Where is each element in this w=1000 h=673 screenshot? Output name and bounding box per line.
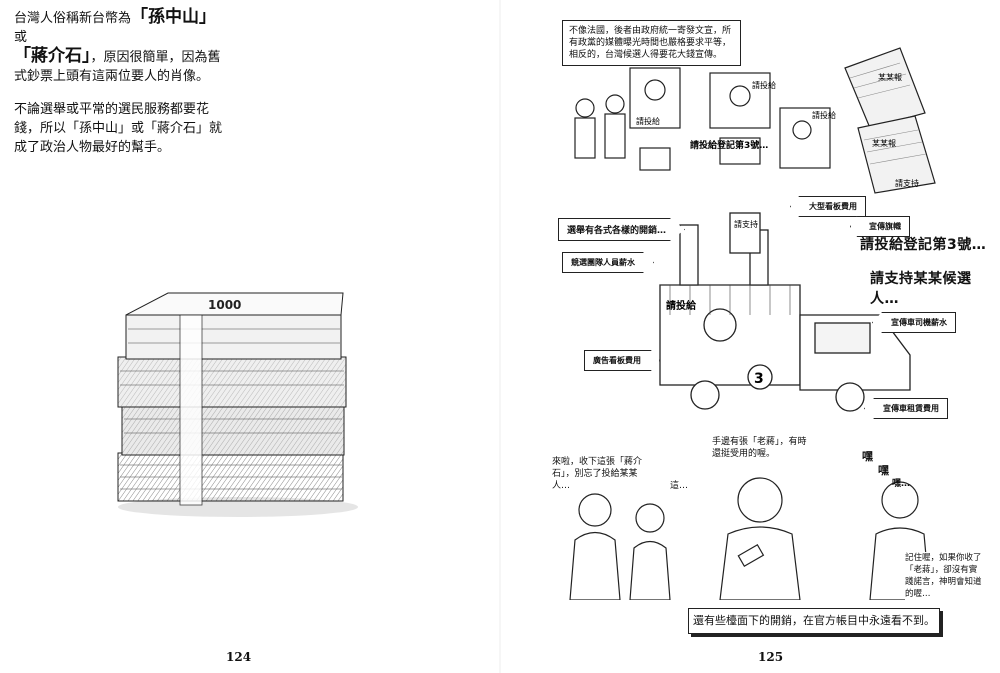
label-big-ads: 大型看板費用 <box>790 196 866 217</box>
bribery-panel-illustration <box>569 477 931 600</box>
poster-text-6: 請支持 <box>895 178 919 188</box>
left-page: 台灣人俗稱新台幣為「孫中山」或 「蔣介石」，原因很簡單，因為舊式鈔票上頭有這兩位… <box>14 8 358 664</box>
top-caption-box: 不像法國，後者由政府統一寄發文宣，所有政黨的媒體曝光時間也嚴格要求平等，相反的，… <box>562 20 741 66</box>
slogan-2: 請支持某某候選人… <box>870 271 972 307</box>
label-driver-salary: 宣傳車司機薪水 <box>872 312 956 333</box>
sound-effect-2: 嘿 <box>878 464 889 477</box>
label-expenses: 選舉有各式各樣的開銷… <box>558 218 686 241</box>
intro-p1-or: 或 <box>14 30 28 45</box>
slogan-1: 請投給登記第3號… <box>860 237 987 253</box>
highlight-sun-yatsen: 「孫中山」 <box>131 7 217 27</box>
label-staff-salary: 競選團隊人員薪水 <box>562 252 654 273</box>
truck-sign: 請投給 <box>666 299 697 312</box>
intro-p1-before: 台灣人俗稱新台幣為 <box>14 11 132 26</box>
poster-text-4: 某某報 <box>878 73 902 82</box>
speech-bubble-1: 來啦，收下這張「蔣介石」，別忘了投給某某人… <box>552 456 652 492</box>
banknote-stack-illustration: 1000 <box>117 292 358 517</box>
speech-bubble-2: 這… <box>670 480 689 492</box>
page-number-left: 124 <box>226 650 252 664</box>
page-number-right: 125 <box>758 650 784 664</box>
intro-text: 台灣人俗稱新台幣為「孫中山」或 「蔣介石」，原因很簡單，因為舊式鈔票上頭有這兩位… <box>14 8 229 171</box>
bottom-caption-box: 還有些檯面下的開銷，在官方帳目中永遠看不到。 <box>688 608 940 634</box>
intro-paragraph-1: 台灣人俗稱新台幣為「孫中山」或 「蔣介石」，原因很簡單，因為舊式鈔票上頭有這兩位… <box>14 8 229 86</box>
book-gutter <box>499 0 501 673</box>
poster-text-2: 請投給 <box>812 110 836 120</box>
truck-support-sign: 請支持 <box>734 219 758 229</box>
highlight-chiang-kaishek: 「蔣介石」 <box>14 46 91 66</box>
sound-effect-3: 嘿… <box>892 479 911 489</box>
poster-text-3: 請投給登記第3號… <box>690 139 768 151</box>
label-flags: 宣傳旗幟 <box>850 216 910 237</box>
campaign-posters-illustration: 請投給登記第3號… 請投給 請投給 請投給 某某報 某某報 請支持 <box>574 47 936 194</box>
speech-bubble-4: 記住喔，如果你收了「老蔣」，卻沒有實踐諾言，神明會知道的喔… <box>905 552 983 600</box>
speech-bubble-3: 手邊有張「老蔣」，有時還挺受用的喔。 <box>712 436 812 460</box>
poster-text-1: 請投給 <box>752 80 776 90</box>
banknote-label: 1000 <box>208 298 241 312</box>
intro-p1-after: ，原因很簡單，因為舊式鈔票上頭有這兩位要人的肖像。 <box>14 50 221 84</box>
campaign-truck-illustration: 請投給 請支持 3 <box>659 212 911 412</box>
label-truck-rental: 宣傳車租賃費用 <box>864 398 948 419</box>
label-ad-rental: 廣告看板費用 <box>584 350 660 371</box>
intro-paragraph-2: 不論選舉或平常的選民服務都要花錢，所以「孫中山」或「蔣介石」就成了政治人物最好的… <box>14 102 223 155</box>
sound-effect-1: 嘿 <box>862 450 873 463</box>
poster-text-0: 請投給 <box>636 116 660 126</box>
right-page: 不像法國，後者由政府統一寄發文宣，所有政黨的媒體曝光時間也嚴格要求平等，相反的，… <box>500 0 1000 673</box>
candidate-number: 3 <box>754 371 764 387</box>
poster-text-5: 某某報 <box>872 139 896 148</box>
